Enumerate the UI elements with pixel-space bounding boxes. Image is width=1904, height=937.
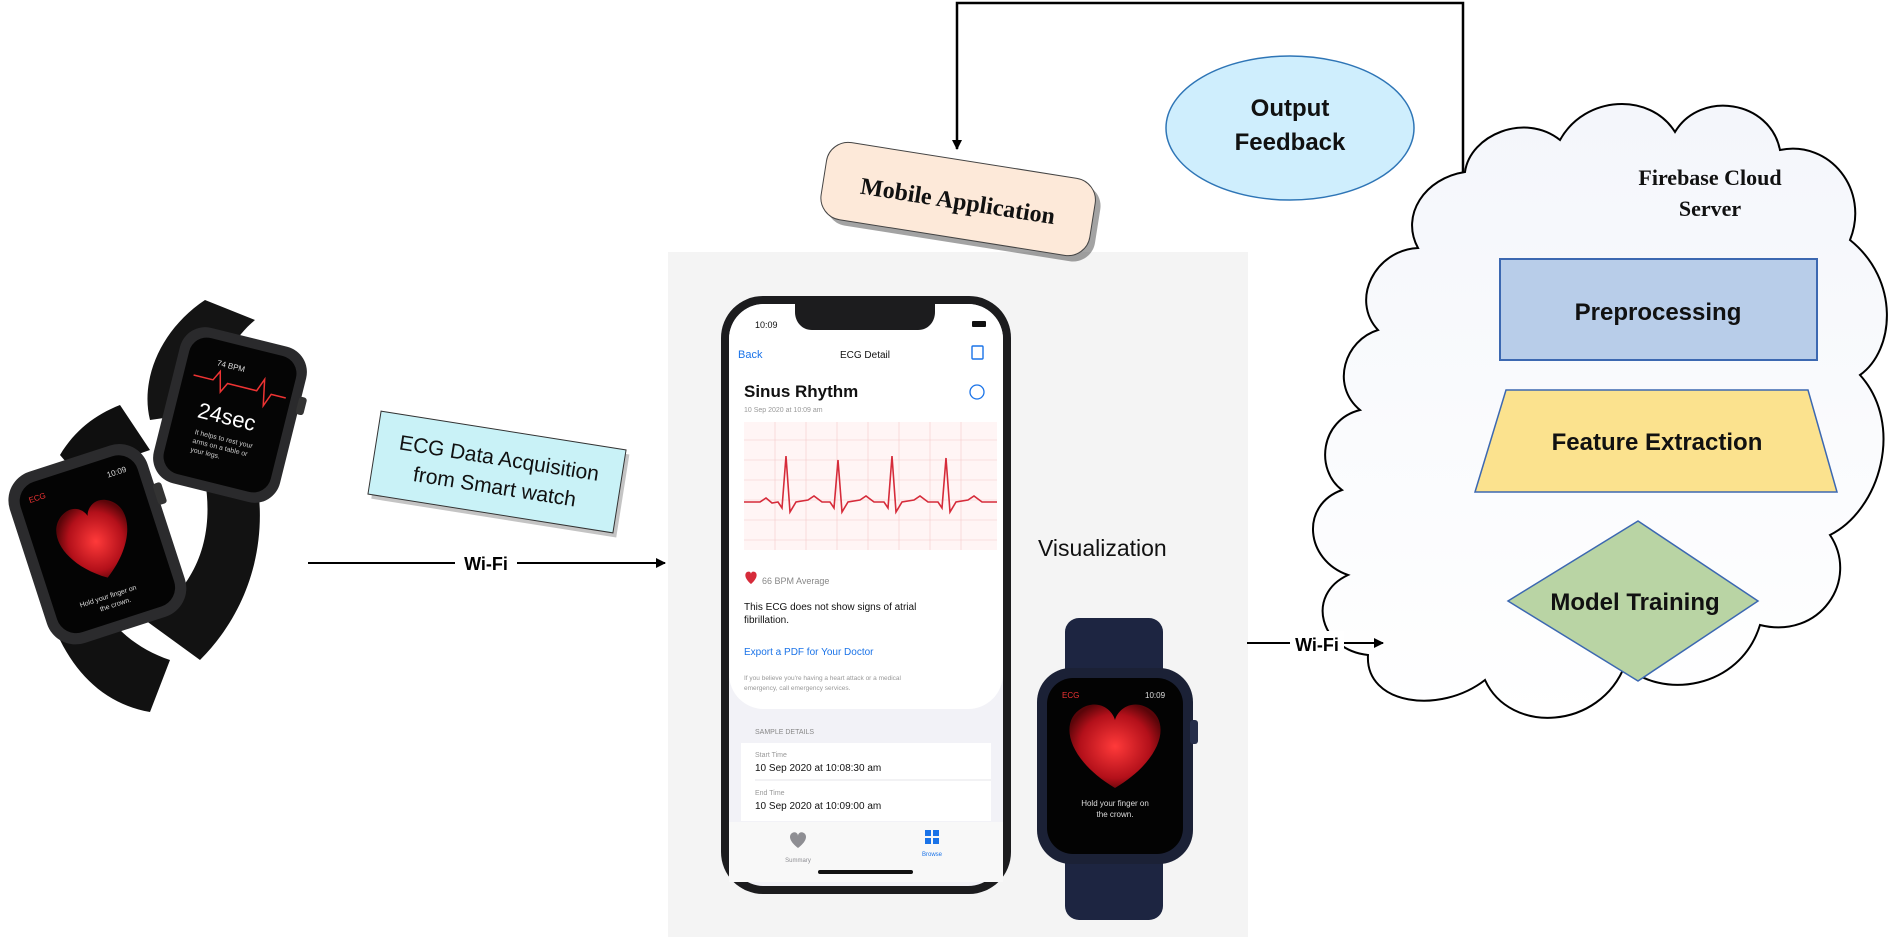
model-training-label: Model Training (1550, 589, 1719, 616)
feedback-arrow (952, 1, 1465, 175)
wifi-right-label: Wi-Fi (1295, 635, 1339, 655)
phone-message-2: fibrillation. (744, 615, 789, 626)
preprocessing-label: Preprocessing (1575, 299, 1742, 326)
right-watch-text-1: Hold your finger on (1081, 799, 1149, 808)
browse-tab-label[interactable]: Browse (922, 852, 943, 858)
bpm-heart-icon (745, 571, 757, 584)
smartwatch-pair-image: 74 BPM 24sec It helps to rest your arms … (8, 300, 307, 712)
preprocessing-box (1499, 258, 1818, 361)
right-watch-text-2: the crown. (1097, 810, 1134, 819)
right-watch-heart-icon (1069, 704, 1161, 788)
phone-end-label: End Time (755, 790, 785, 797)
phone-bpm: 66 BPM Average (762, 576, 829, 586)
browse-tab-icon[interactable] (925, 830, 939, 844)
feature-extraction-label: Feature Extraction (1552, 429, 1763, 456)
front-watch-heart-icon (56, 499, 128, 578)
mobile-application-box: Mobile Application (820, 141, 1101, 262)
right-watch-app: ECG (1062, 691, 1079, 700)
phone-image: 10:09 Back ECG Detail Sinus Rhythm 10 Se… (721, 296, 1011, 894)
phone-export-link[interactable]: Export a PDF for Your Doctor (744, 647, 874, 658)
output-feedback-label-1: Output (1251, 95, 1330, 122)
ecg-trace-chart (744, 422, 997, 550)
output-feedback-ellipse (1165, 55, 1415, 201)
wifi-left-label: Wi-Fi (464, 554, 508, 574)
visualization-label: Visualization (1038, 535, 1167, 561)
ecg-acquisition-box: ECG Data Acquisition from Smart watch (367, 410, 630, 538)
share-icon[interactable] (971, 345, 984, 360)
phone-note-1: If you believe you're having a heart att… (744, 675, 902, 682)
phone-start-label: Start Time (755, 752, 787, 759)
model-training-diamond (1506, 520, 1760, 682)
summary-tab-icon[interactable] (790, 832, 806, 848)
firebase-label-1: Firebase Cloud (1638, 165, 1781, 190)
right-watch-time: 10:09 (1145, 691, 1166, 700)
phone-status-time: 10:09 (755, 320, 778, 330)
phone-start-value: 10 Sep 2020 at 10:08:30 am (755, 763, 881, 774)
summary-tab-label[interactable]: Summary (785, 858, 811, 864)
phone-heading: Sinus Rhythm (744, 382, 858, 401)
phone-nav-title: ECG Detail (840, 350, 890, 361)
output-feedback-label-2: Feedback (1235, 129, 1346, 156)
firebase-label-2: Server (1679, 196, 1742, 221)
phone-section-header: SAMPLE DETAILS (755, 729, 814, 736)
feature-extraction-box (1473, 389, 1838, 493)
info-icon[interactable] (969, 384, 985, 400)
phone-message-1: This ECG does not show signs of atrial (744, 602, 916, 613)
phone-end-value: 10 Sep 2020 at 10:09:00 am (755, 801, 881, 812)
phone-note-2: emergency, call emergency services. (744, 685, 851, 692)
phone-subheading: 10 Sep 2020 at 10:09 am (744, 407, 823, 414)
phone-back-link[interactable]: Back (738, 349, 763, 361)
smartwatch-right-image: ECG 10:09 Hold your finger on the crown. (1037, 618, 1198, 920)
